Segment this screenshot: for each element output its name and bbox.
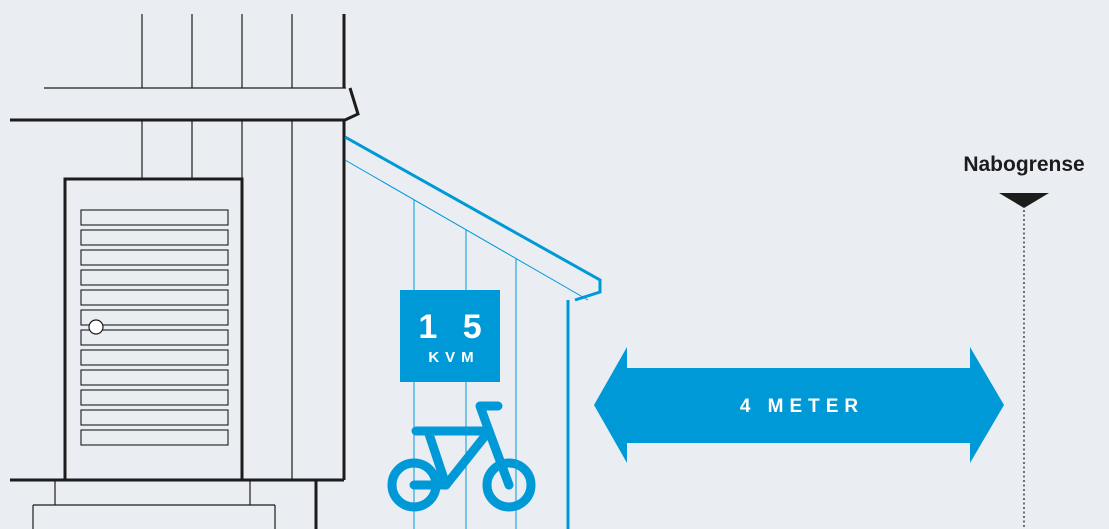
house [10, 14, 360, 529]
area-value: 1 5 [418, 308, 489, 346]
distance-arrow [594, 347, 1004, 463]
door [63, 177, 244, 482]
upper-wall-boards [44, 14, 346, 89]
boundary-label: Nabogrense [963, 153, 1084, 176]
shed-roof [344, 135, 602, 302]
area-unit: KVM [428, 349, 479, 366]
distance-label: 4 METER [740, 396, 864, 417]
bicycle-icon [387, 401, 536, 512]
door-panels [80, 209, 229, 446]
roof-eave [10, 87, 360, 122]
steps [32, 480, 276, 529]
triangle-down-icon [999, 193, 1049, 208]
lower-wall-boards [141, 120, 293, 480]
area-sign [400, 290, 500, 382]
door-knob [88, 319, 104, 335]
